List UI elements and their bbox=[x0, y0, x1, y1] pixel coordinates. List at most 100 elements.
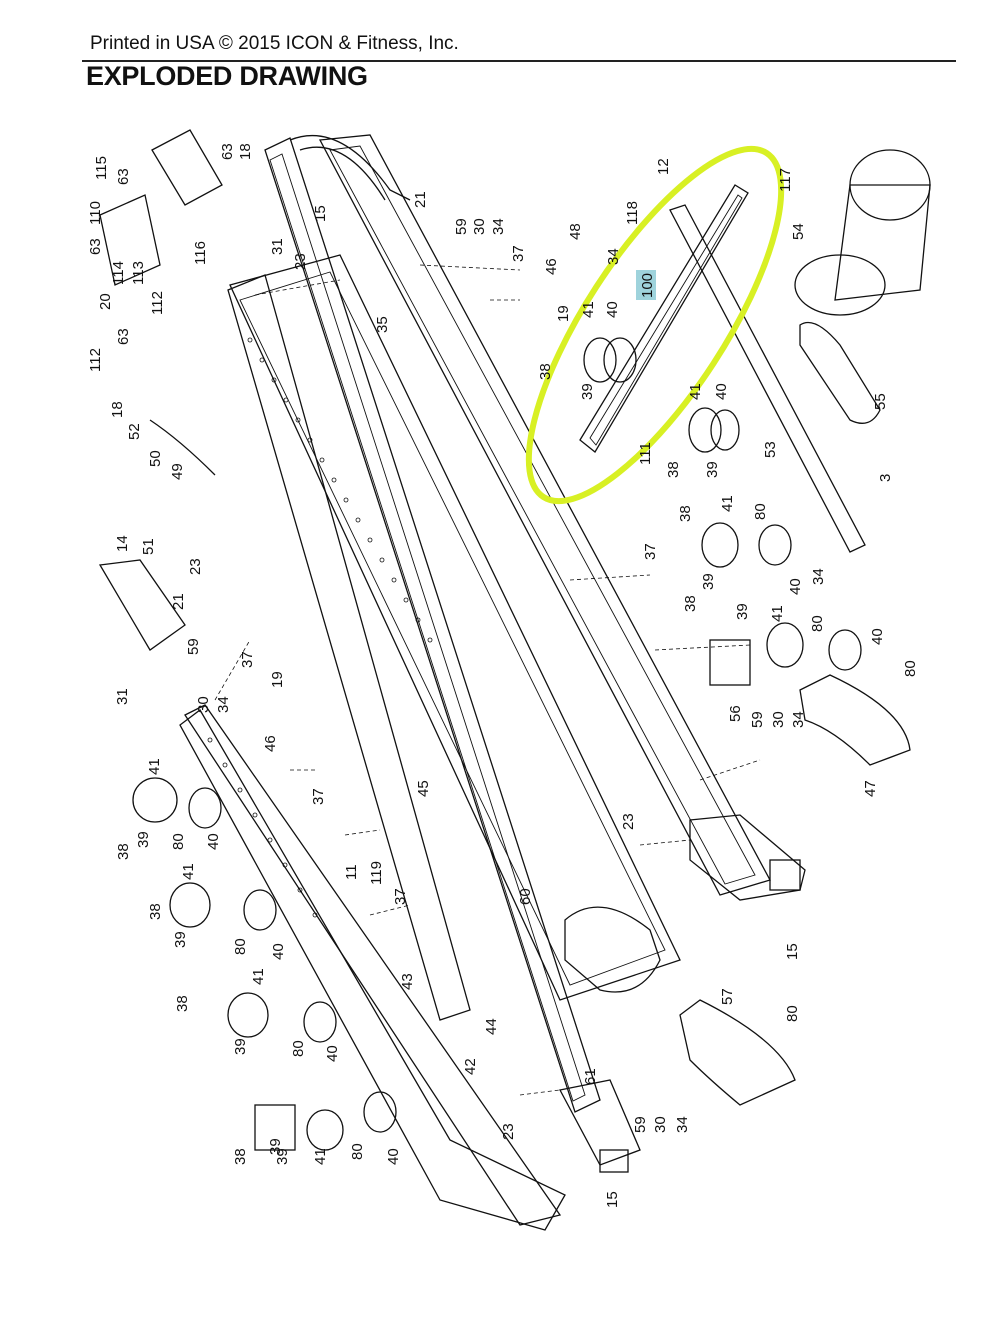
callout: 40 bbox=[604, 301, 621, 318]
front-crossbar bbox=[689, 814, 806, 901]
callout: 51 bbox=[140, 538, 157, 555]
callout: 37 bbox=[310, 788, 327, 805]
frame-rail-right bbox=[318, 134, 771, 896]
callout: 3 bbox=[877, 474, 894, 482]
callout: 53 bbox=[762, 441, 779, 458]
callout: 56 bbox=[727, 705, 744, 722]
callout: 63 bbox=[219, 143, 236, 160]
callout: 47 bbox=[862, 780, 879, 797]
callout: 37 bbox=[642, 543, 659, 560]
part-100-bar bbox=[579, 184, 749, 453]
callout: 113 bbox=[130, 261, 147, 285]
callout: 111 bbox=[637, 442, 654, 465]
callout: 41 bbox=[312, 1148, 329, 1165]
callout: 60 bbox=[517, 888, 534, 905]
callout: 21 bbox=[170, 593, 187, 610]
deck-platform bbox=[229, 254, 681, 1001]
callout: 38 bbox=[232, 1148, 249, 1165]
callout: 39 bbox=[135, 831, 152, 848]
callout: 116 bbox=[192, 241, 209, 265]
callout: 39 bbox=[274, 1148, 291, 1165]
callout: 40 bbox=[205, 833, 222, 850]
front-guard-47 bbox=[799, 674, 911, 766]
mounting-bracket bbox=[99, 194, 161, 286]
callout: 15 bbox=[784, 943, 801, 960]
side-rail-perforated-lower bbox=[179, 704, 566, 1231]
callout: 63 bbox=[87, 238, 104, 255]
page-title: EXPLODED DRAWING bbox=[86, 61, 368, 91]
motor-flywheel bbox=[794, 149, 931, 316]
callout: 34 bbox=[490, 218, 507, 235]
callout: 18 bbox=[237, 143, 254, 160]
callout: 38 bbox=[677, 505, 694, 522]
callout: 49 bbox=[169, 463, 186, 480]
callout: 57 bbox=[719, 988, 736, 1005]
callout: 38 bbox=[665, 461, 682, 478]
callout: 18 bbox=[109, 401, 126, 418]
spring-assembly bbox=[132, 337, 862, 1151]
callout: 46 bbox=[262, 735, 279, 752]
printed-in-line: Printed in USA © 2015 ICON & Fitness, In… bbox=[90, 33, 459, 54]
callout: 15 bbox=[312, 205, 329, 222]
callout: 23 bbox=[500, 1123, 517, 1140]
motor-controller-box bbox=[151, 129, 223, 206]
callout: 37 bbox=[510, 245, 527, 262]
callout: 52 bbox=[126, 423, 143, 440]
callout: 40 bbox=[324, 1045, 341, 1062]
callout: 63 bbox=[115, 328, 132, 345]
callout: 80 bbox=[349, 1143, 366, 1160]
frame-rail-left bbox=[264, 137, 601, 1113]
callout: 20 bbox=[97, 293, 114, 310]
callout: 46 bbox=[543, 258, 560, 275]
callout: 19 bbox=[269, 671, 286, 688]
callout: 44 bbox=[483, 1018, 500, 1035]
callout: 14 bbox=[114, 535, 131, 552]
callout: 23 bbox=[620, 813, 637, 830]
highlight-label-box bbox=[636, 270, 656, 300]
callout: 35 bbox=[374, 316, 391, 333]
callout: 80 bbox=[784, 1005, 801, 1022]
callout: 40 bbox=[713, 383, 730, 400]
callout: 30 bbox=[471, 218, 488, 235]
callout: 118 bbox=[624, 201, 641, 225]
callout: 34 bbox=[215, 696, 232, 713]
callout: 39 bbox=[579, 383, 596, 400]
callout: 38 bbox=[537, 363, 554, 380]
callout: 41 bbox=[687, 383, 704, 400]
callout: 37 bbox=[392, 888, 409, 905]
callout: 34 bbox=[790, 711, 807, 728]
highlight-label: 100 bbox=[639, 273, 656, 298]
callout: 38 bbox=[174, 995, 191, 1012]
callout: 41 bbox=[580, 301, 597, 318]
callout: 110 bbox=[87, 201, 104, 225]
callout: 12 bbox=[655, 158, 672, 175]
callout: 15 bbox=[604, 1191, 621, 1208]
callout: 30 bbox=[770, 711, 787, 728]
callout: 80 bbox=[170, 833, 187, 850]
rear-crossbar bbox=[559, 1079, 641, 1173]
roller-shaft bbox=[669, 204, 866, 553]
callout: 112 bbox=[87, 348, 104, 372]
callout: 42 bbox=[462, 1058, 479, 1075]
leader-lines bbox=[214, 264, 761, 1096]
callout: 112 bbox=[149, 291, 166, 315]
rear-end-cap bbox=[564, 906, 661, 993]
callout: 59 bbox=[185, 638, 202, 655]
perforation-pattern bbox=[207, 337, 433, 918]
callout: 38 bbox=[682, 595, 699, 612]
callout: 39 bbox=[734, 603, 751, 620]
callout: 80 bbox=[290, 1040, 307, 1057]
callout: 38 bbox=[147, 903, 164, 920]
callout: 41 bbox=[146, 758, 163, 775]
callout: 21 bbox=[412, 191, 429, 208]
callout: 43 bbox=[399, 973, 416, 990]
highlight-ellipse bbox=[525, 145, 785, 505]
callout: 80 bbox=[752, 503, 769, 520]
callout: 23 bbox=[292, 253, 309, 270]
callout: 59 bbox=[632, 1116, 649, 1133]
callout: 39 bbox=[267, 1138, 284, 1155]
callout: 34 bbox=[810, 568, 827, 585]
callout: 40 bbox=[270, 943, 287, 960]
callout: 39 bbox=[172, 931, 189, 948]
